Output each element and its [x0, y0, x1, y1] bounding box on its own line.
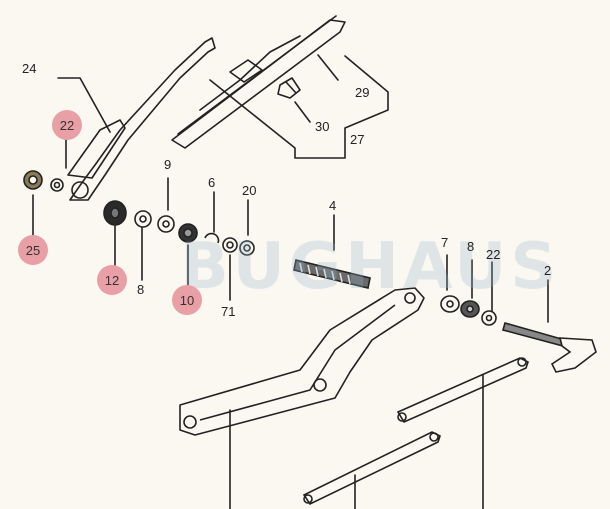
callout-25-highlight: 25: [18, 235, 48, 265]
callout-6: 6: [208, 175, 216, 190]
link-rod-upper: [396, 357, 529, 424]
wiper-frame: [179, 287, 425, 436]
callout-71: 71: [221, 304, 236, 319]
washer-part-7: [440, 295, 460, 313]
clip-part-6: [204, 232, 220, 244]
leader-24: [57, 77, 111, 133]
leader-30: [294, 101, 311, 123]
callout-4: 4: [329, 198, 337, 213]
callout-22: 22: [486, 247, 501, 262]
callout-8b: 8: [467, 239, 475, 254]
crank-part-2: [502, 322, 597, 373]
grommet-part-12: [103, 200, 127, 226]
shaft-part-4: [293, 259, 371, 289]
nut-part-8: [460, 300, 480, 318]
watermark: BUGHAUS: [180, 230, 561, 304]
bracket-27: [209, 55, 389, 159]
blade-clip-part-30: [277, 77, 301, 99]
callout-20: 20: [242, 183, 257, 198]
callout-8: 8: [137, 282, 145, 297]
seal-part-10: [178, 223, 198, 243]
washer-part-9: [157, 215, 175, 233]
callout-9: 9: [164, 157, 172, 172]
callout-22-highlight: 22: [52, 110, 82, 140]
callout-12-highlight: 12: [97, 265, 127, 295]
callout-27: 27: [350, 132, 365, 147]
callout-29: 29: [355, 85, 370, 100]
washer-part-8: [134, 210, 152, 228]
washer-part-22: [50, 178, 64, 192]
washer-part-71: [222, 237, 238, 253]
callout-10-highlight: 10: [172, 285, 202, 315]
wiper-arm-part-24: [67, 37, 216, 201]
link-rod-lower: [302, 431, 441, 506]
wiper-blade-part-29: [171, 15, 346, 149]
callout-30: 30: [315, 119, 330, 134]
callout-2: 2: [544, 263, 552, 278]
washer-part-22b: [481, 310, 497, 326]
washer-part-20: [239, 240, 255, 256]
callout-7: 7: [441, 235, 449, 250]
nut-part-25: [23, 170, 43, 190]
leader-29: [317, 54, 339, 81]
callout-24: 24: [22, 61, 37, 76]
